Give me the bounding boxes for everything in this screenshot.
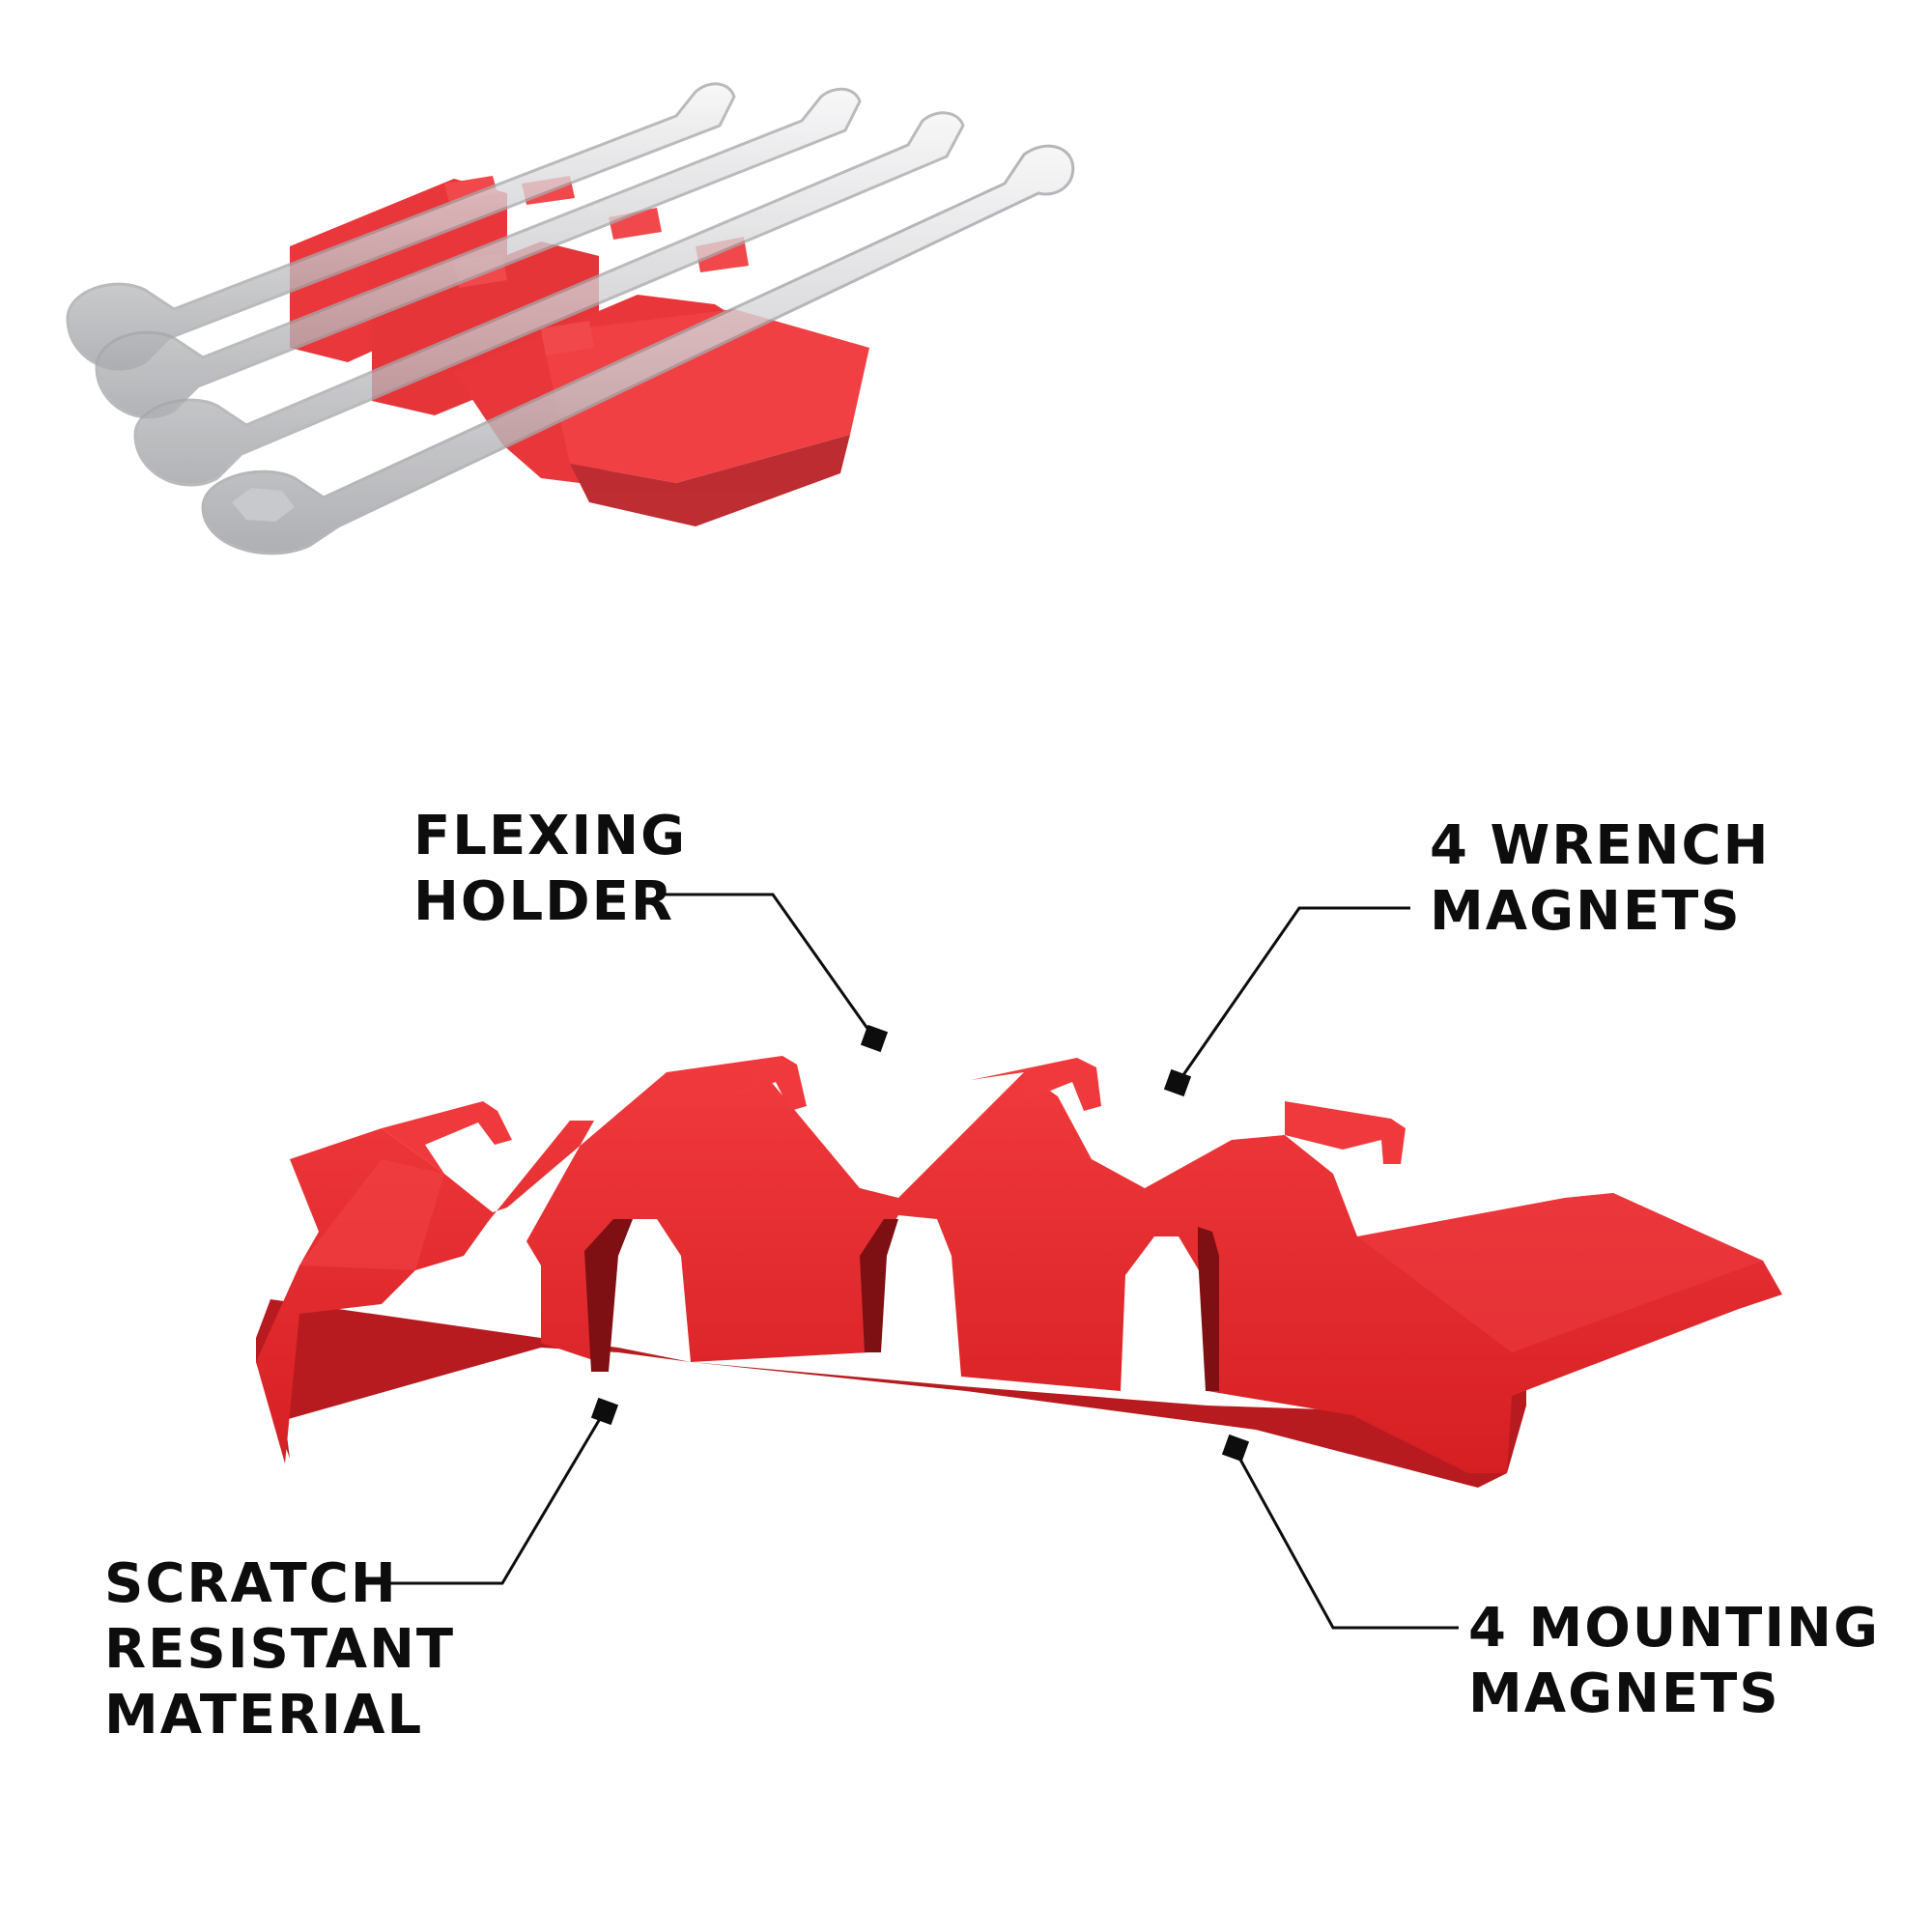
leader-line-flexing-holder — [659, 893, 877, 1040]
callout-line: 4 WRENCH — [1430, 814, 1771, 877]
callout-line: HOLDER — [413, 870, 675, 933]
callout-line: 4 MOUNTING — [1468, 1597, 1880, 1660]
callout-wrench-magnets: 4 WRENCH MAGNETS — [1430, 813, 1770, 945]
leader-line-wrench-magnets — [1177, 906, 1410, 1083]
holder-clip — [1285, 1101, 1406, 1164]
holder-tab — [444, 176, 497, 203]
marker-wrench-magnets — [1163, 1068, 1192, 1097]
holder-block-front-side — [570, 435, 850, 526]
holder-clip — [667, 1056, 807, 1111]
holder-body — [256, 1072, 1782, 1473]
callout-mounting-magnets: 4 MOUNTING MAGNETS — [1468, 1596, 1880, 1727]
callout-line: MAGNETS — [1430, 880, 1742, 943]
callout-line: FLEXING — [413, 805, 688, 867]
wrench — [95, 87, 862, 419]
leader-lines — [390, 893, 1459, 1630]
leader-line-mounting-magnets — [1233, 1448, 1459, 1630]
marker-mounting-magnets — [1221, 1434, 1250, 1463]
leader-markers — [590, 1024, 1250, 1463]
callout-line: MAGNETS — [1468, 1662, 1780, 1725]
marker-flexing-holder — [860, 1024, 889, 1053]
holder-main — [256, 1056, 1782, 1488]
leader-line-scratch-resistant — [390, 1411, 606, 1585]
callout-line: MATERIAL — [104, 1684, 424, 1747]
box-end-hex — [232, 488, 295, 522]
callout-line: SCRATCH — [104, 1552, 398, 1615]
holder-tab — [541, 321, 594, 355]
holder-slot — [584, 1219, 633, 1372]
callout-scratch-resistant: SCRATCH RESISTANT MATERIAL — [104, 1551, 455, 1748]
holder-slot — [1198, 1227, 1219, 1391]
holder-face-highlight — [1357, 1193, 1763, 1352]
callout-flexing-holder: FLEXING HOLDER — [413, 804, 687, 935]
marker-scratch-resistant — [590, 1397, 619, 1426]
holder-block-front-top — [541, 309, 869, 483]
holder-clip — [382, 1101, 512, 1174]
holder-clip — [971, 1058, 1101, 1111]
holder-slot — [860, 1219, 898, 1352]
callout-line: RESISTANT — [104, 1618, 456, 1681]
wrench — [66, 82, 736, 371]
wrench — [133, 111, 965, 487]
wrench — [201, 144, 1075, 555]
holder-face-highlight — [299, 1159, 444, 1270]
wrench-set-photo — [66, 82, 1075, 555]
